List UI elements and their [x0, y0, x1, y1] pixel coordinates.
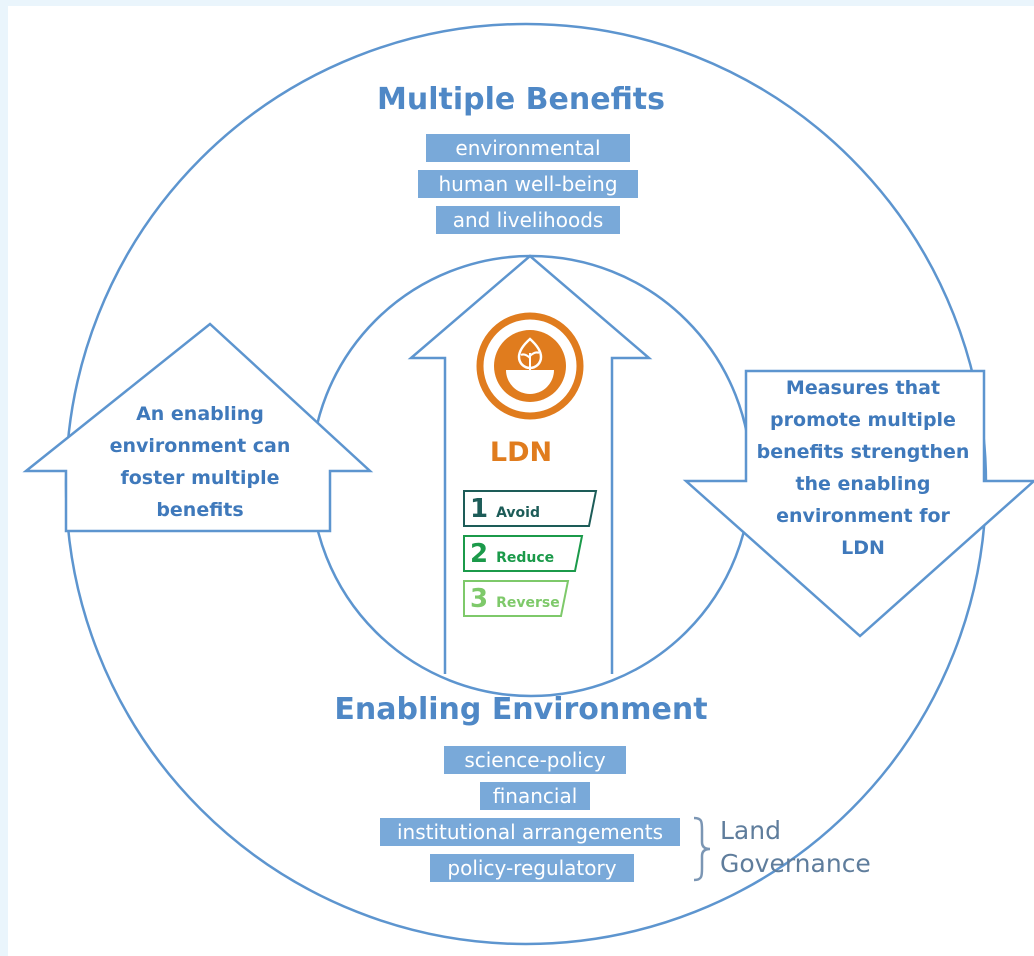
- diagram-graphics: [22, 22, 1034, 946]
- step-word: Avoid: [496, 505, 540, 521]
- step-3-box: [463, 580, 570, 617]
- benefit-tag-livelihoods: and livelihoods: [436, 206, 620, 234]
- right-arrow-text: Measures that promote multiple benefits …: [743, 372, 983, 564]
- left-text-line: An enabling: [136, 403, 264, 425]
- right-text-line: benefits strengthen: [756, 441, 970, 463]
- step-word: Reduce: [496, 550, 555, 566]
- enabling-tag-policy-regulatory: policy-regulatory: [430, 854, 634, 882]
- step-number: 2: [470, 539, 489, 569]
- step-number: 3: [470, 584, 489, 614]
- ldn-label: LDN: [489, 437, 553, 468]
- step-1-box: [463, 490, 598, 527]
- step-2-box: [463, 535, 584, 572]
- land-governance-label: Land Governance: [720, 814, 871, 880]
- step-word: Reverse: [496, 595, 560, 611]
- multiple-benefits-heading: Multiple Benefits: [376, 82, 666, 117]
- benefit-tag-environmental: environmental: [426, 134, 630, 162]
- land-governance-line: Land: [720, 816, 781, 845]
- right-text-line: LDN: [841, 537, 885, 559]
- land-governance-line: Governance: [720, 849, 871, 878]
- enabling-tag-science-policy: science-policy: [444, 746, 626, 774]
- left-text-line: foster multiple: [120, 467, 280, 489]
- right-text-line: Measures that: [785, 377, 941, 399]
- enabling-environment-heading: Enabling Environment: [334, 692, 708, 727]
- left-text-line: environment can: [109, 435, 291, 457]
- ldn-sprout-icon: [476, 312, 584, 420]
- left-text-line: benefits: [156, 499, 244, 521]
- right-cycle-arrow: [682, 369, 1034, 638]
- benefit-tag-human-well-being: human well-being: [418, 170, 638, 198]
- step-reduce: 2 Reduce: [470, 539, 554, 569]
- right-text-line: environment for: [776, 505, 950, 527]
- right-text-line: the enabling: [795, 473, 931, 495]
- step-reverse: 3 Reverse: [470, 584, 560, 614]
- left-arrow-text: An enabling environment can foster multi…: [90, 398, 310, 526]
- enabling-tag-financial: financial: [480, 782, 590, 810]
- diagram: Multiple Benefits environmental human we…: [8, 6, 1034, 956]
- step-number: 1: [470, 494, 489, 524]
- enabling-tag-institutional-arrangements: institutional arrangements: [380, 818, 680, 846]
- left-cycle-arrow: [22, 322, 374, 533]
- land-governance-brace: [693, 816, 711, 882]
- right-text-line: promote multiple: [770, 409, 956, 431]
- step-avoid: 1 Avoid: [470, 494, 540, 524]
